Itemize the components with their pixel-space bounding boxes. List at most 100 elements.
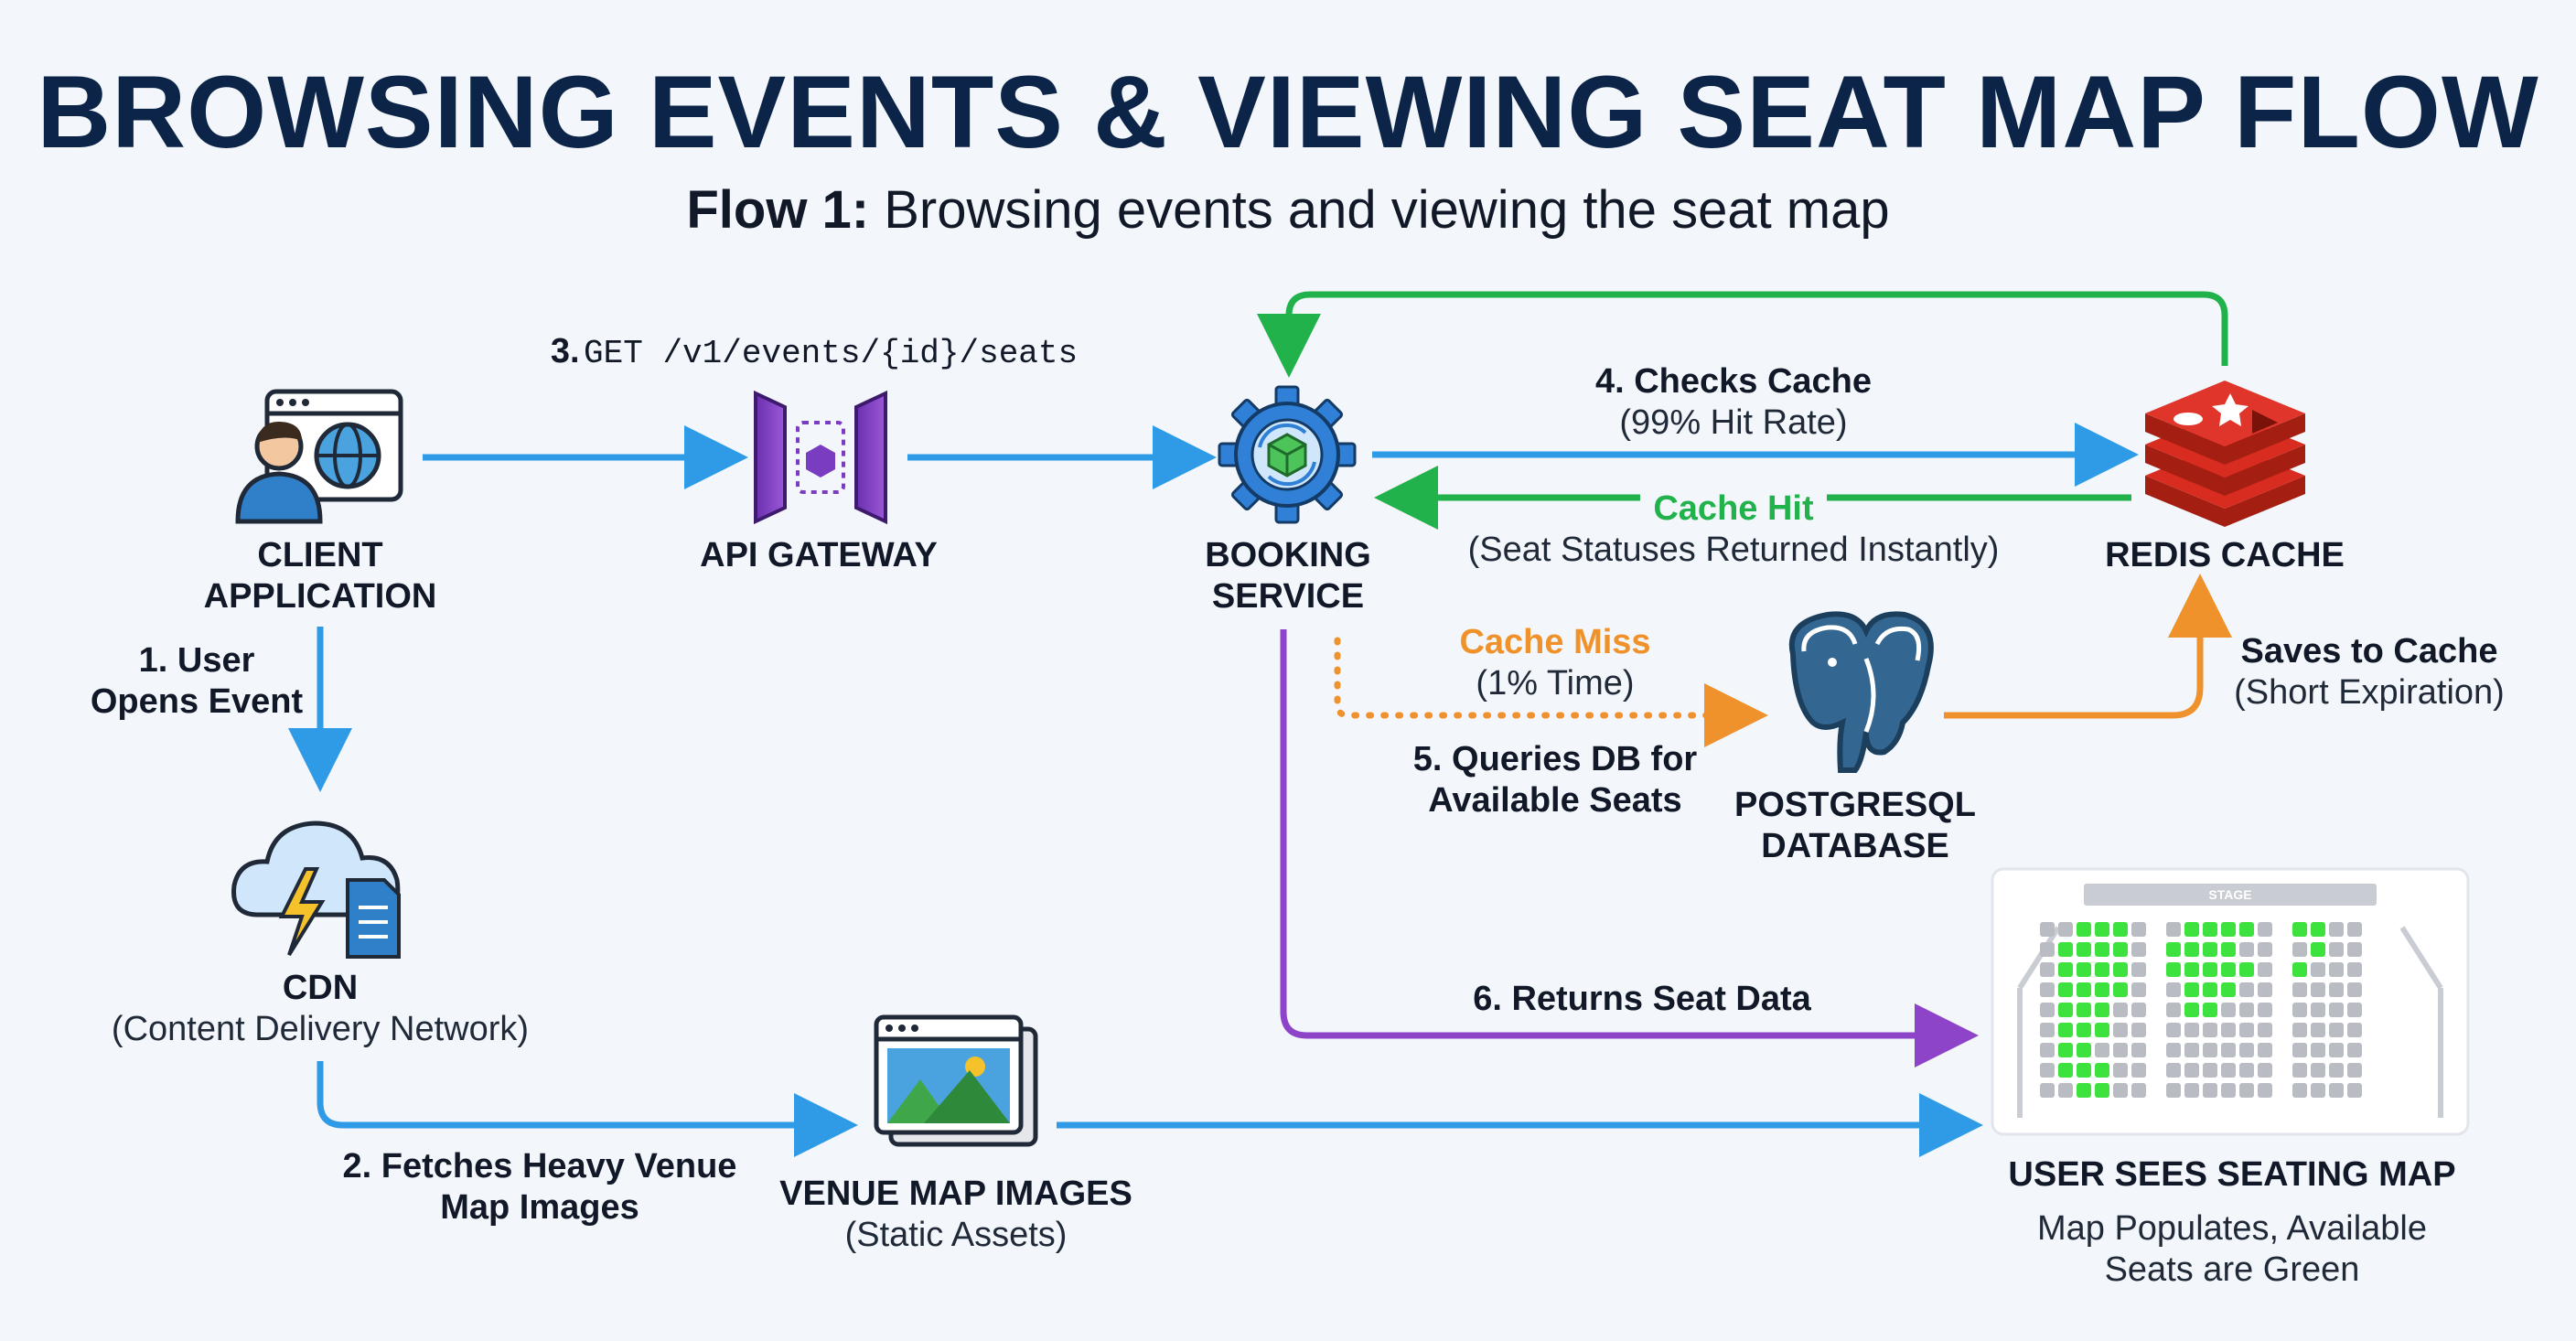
postgres-elephant-icon[interactable] <box>1788 611 1934 773</box>
seat-taken <box>2221 1043 2236 1057</box>
seat-taken <box>2239 1083 2254 1098</box>
seat-taken <box>2329 942 2344 957</box>
seat-taken <box>2166 922 2181 937</box>
seat-taken <box>2311 1083 2325 1098</box>
seat-available <box>2058 1043 2073 1057</box>
cache-miss-label: Cache Miss (1% Time) <box>1418 622 1692 704</box>
cache-hit-title: Cache Hit <box>1640 488 1827 530</box>
gear-cube-icon[interactable] <box>1218 385 1357 524</box>
seat-taken <box>2131 922 2146 937</box>
seat-taken <box>2166 1003 2181 1017</box>
booking-label: BOOKING SERVICE <box>1151 535 1425 617</box>
seat-taken <box>2113 1063 2128 1078</box>
seat-taken <box>2258 1043 2272 1057</box>
arrow-cdn-to-venue <box>317 1061 858 1157</box>
seat-taken <box>2113 1023 2128 1037</box>
seat-taken <box>2184 1063 2199 1078</box>
seat-taken <box>2221 1063 2236 1078</box>
seat-available <box>2203 1003 2217 1017</box>
seat-taken <box>2311 1043 2325 1057</box>
seat-taken <box>2292 1023 2307 1037</box>
seat-taken <box>2311 1003 2325 1017</box>
seat-available <box>2184 982 2199 997</box>
step2-line2: Map Images <box>440 1187 639 1227</box>
seat-available <box>2221 922 2236 937</box>
venue-label-title: VENUE MAP IMAGES <box>779 1175 1132 1213</box>
seat-taken <box>2058 922 2073 937</box>
step5-line1: 5. Queries DB for <box>1412 740 1698 778</box>
seat-taken <box>2203 1043 2217 1057</box>
seat-taken <box>2131 982 2146 997</box>
api-gateway-icon[interactable] <box>754 390 887 525</box>
seat-taken <box>2292 942 2307 957</box>
seat-taken <box>2184 1043 2199 1057</box>
seat-available <box>2184 1003 2199 1017</box>
seat-taken <box>2058 1083 2073 1098</box>
seat-taken <box>2258 1003 2272 1017</box>
cloud-bolt-icon[interactable] <box>231 821 401 959</box>
saves-label: Saves to Cache (Short Expiration) <box>2214 631 2525 713</box>
seat-taken <box>2203 1063 2217 1078</box>
seat-available <box>2058 1003 2073 1017</box>
step2-label: 2. Fetches Heavy Venue Map Images <box>311 1146 768 1228</box>
seat-available <box>2221 962 2236 977</box>
seat-available <box>2113 962 2128 977</box>
seating-label-sub1: Map Populates, Available <box>2036 1208 2428 1248</box>
seat-taken <box>2166 1083 2181 1098</box>
seat-taken <box>2329 1003 2344 1017</box>
seat-taken <box>2203 1083 2217 1098</box>
user-globe-icon[interactable] <box>235 389 403 524</box>
step1-label: 1. User Opens Event <box>55 640 338 723</box>
seat-taken <box>2258 962 2272 977</box>
seat-taken <box>2311 982 2325 997</box>
venue-label: VENUE MAP IMAGES (Static Assets) <box>746 1174 1166 1256</box>
client-label-line1: CLIENT <box>257 536 383 574</box>
seat-available <box>2184 922 2199 937</box>
seat-taken <box>2239 1043 2254 1057</box>
seat-taken <box>2329 1043 2344 1057</box>
step1-line1: 1. User <box>138 641 255 680</box>
seat-taken <box>2040 1063 2055 1078</box>
page-subtitle: Flow 1: Browsing events and viewing the … <box>0 179 2576 241</box>
seat-taken <box>2347 1023 2362 1037</box>
subtitle-bold: Flow 1: <box>686 180 870 240</box>
redis-label: REDIS CACHE <box>2105 536 2345 574</box>
arrow-postgres-to-redis <box>1944 574 2232 719</box>
seat-taken <box>2239 1003 2254 1017</box>
seat-taken <box>2040 1083 2055 1098</box>
seat-taken <box>2258 922 2272 937</box>
seat-taken <box>2347 1043 2362 1057</box>
seat-taken <box>2329 982 2344 997</box>
seat-taken <box>2040 982 2055 997</box>
seat-taken <box>2347 1063 2362 1078</box>
postgres-label-line1: POSTGRESQL <box>1734 786 1976 824</box>
seat-available <box>2095 1003 2109 1017</box>
seat-available <box>2184 942 2199 957</box>
seat-taken <box>2311 962 2325 977</box>
seat-taken <box>2258 1023 2272 1037</box>
seat-available <box>2239 962 2254 977</box>
seat-taken <box>2258 942 2272 957</box>
page-title: BROWSING EVENTS & VIEWING SEAT MAP FLOW <box>37 55 2539 169</box>
venue-label-sub: (Static Assets) <box>844 1215 1068 1254</box>
seat-taken <box>2239 1063 2254 1078</box>
seat-available <box>2239 922 2254 937</box>
seat-taken <box>2166 1023 2181 1037</box>
seat-available <box>2311 942 2325 957</box>
seat-taken <box>2292 1003 2307 1017</box>
redis-icon[interactable] <box>2145 381 2305 527</box>
seat-taken <box>2292 1083 2307 1098</box>
seat-available <box>2095 1063 2109 1078</box>
seat-available <box>2221 942 2236 957</box>
client-label: CLIENT APPLICATION <box>183 535 457 617</box>
gateway-label: API GATEWAY <box>700 536 938 574</box>
seat-taken <box>2166 1063 2181 1078</box>
step3-label: 3. GET /v1/events/{id}/seats <box>512 331 1116 373</box>
step4-sub: (99% Hit Rate) <box>1619 402 1848 442</box>
seat-available <box>2203 942 2217 957</box>
image-window-icon[interactable] <box>874 1014 1038 1147</box>
seat-available <box>2113 982 2128 997</box>
seat-taken <box>2095 1043 2109 1057</box>
seat-taken <box>2184 1083 2199 1098</box>
